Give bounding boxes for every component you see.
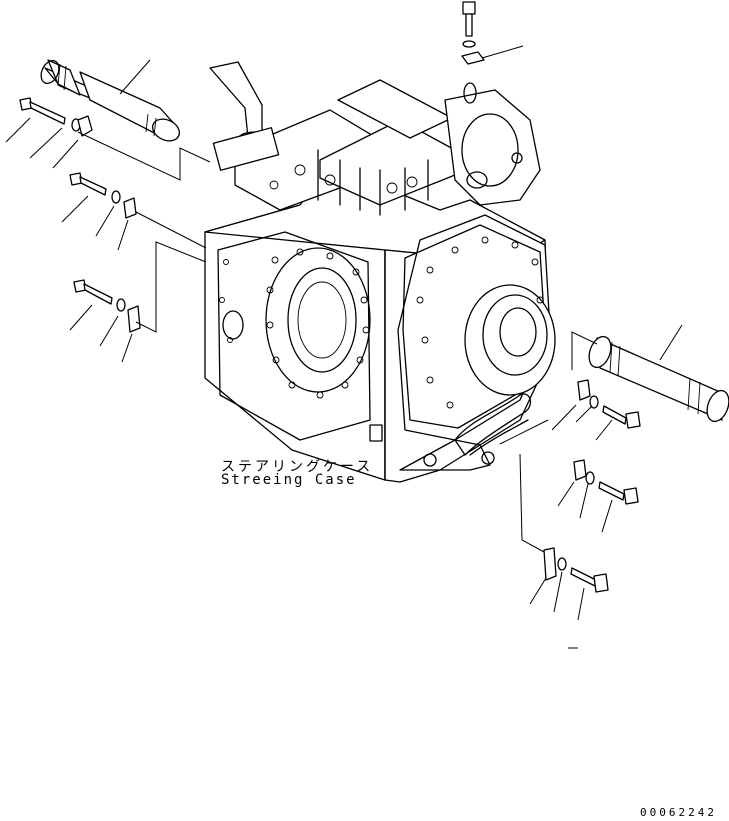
steering-case-label-english: Streeing Case [221, 472, 357, 488]
control-valve-assembly [209, 61, 541, 216]
left-fasteners [19, 1, 485, 333]
steering-case-label-japanese: ステアリングケース [221, 459, 374, 475]
right-hub-assembly [397, 214, 556, 471]
left-output-shaft [40, 59, 181, 142]
right-output-shaft [588, 335, 729, 423]
right-fasteners [543, 379, 641, 593]
callout-leaders [5, 45, 683, 649]
drawing-number: 00062242 [640, 806, 717, 819]
